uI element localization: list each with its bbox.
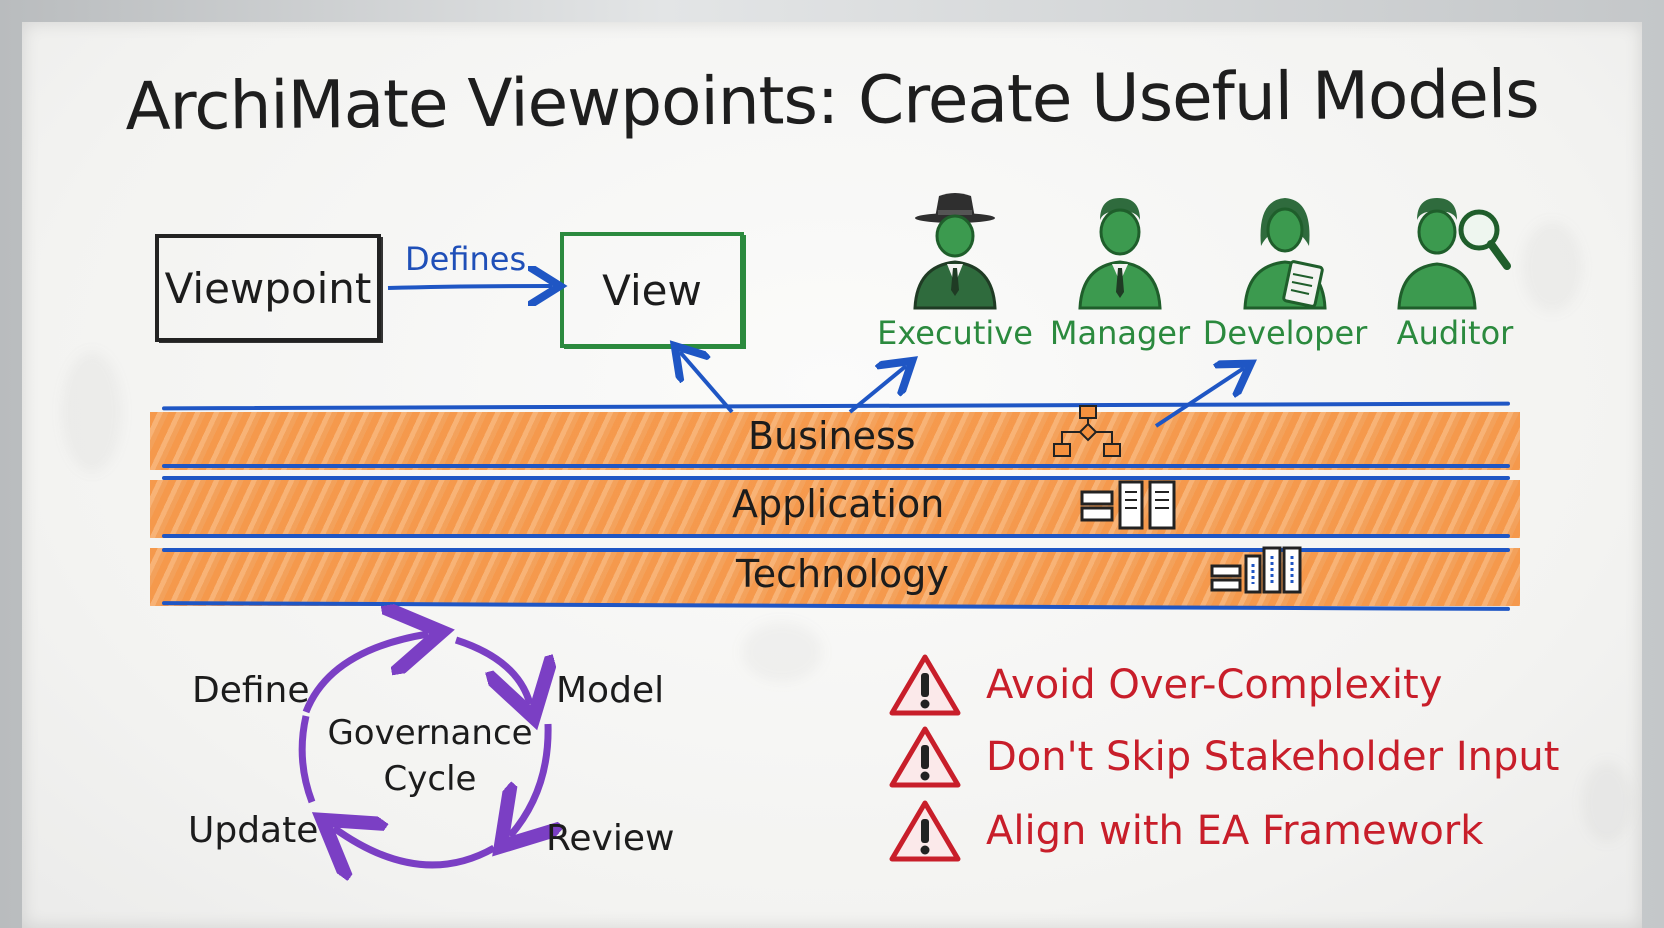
viewpoint-label: Viewpoint (164, 263, 372, 313)
stakeholder-label: Auditor (1396, 314, 1514, 352)
process-flow-icon (1053, 405, 1121, 457)
cycle-step-review: Review (546, 818, 675, 859)
view-label: View (602, 265, 702, 315)
layer-label-application: Application (732, 482, 945, 526)
warning-triangle-icon (889, 726, 961, 788)
layer-divider (162, 548, 1510, 552)
stakeholder-manager: Manager (1035, 190, 1205, 352)
viewpoint-box: Viewpoint (155, 234, 381, 342)
warning-item: Don't Skip Stakeholder Input (888, 722, 1559, 792)
defines-label: Defines (405, 240, 527, 278)
layer-divider (162, 476, 1510, 480)
layer-band-application (150, 480, 1520, 538)
layer-label-technology: Technology (736, 552, 949, 596)
stakeholder-auditor: Auditor (1370, 190, 1540, 352)
governance-cycle-line1: Governance (327, 713, 533, 753)
stakeholder-label: Manager (1049, 314, 1191, 352)
layer-divider (162, 464, 1510, 468)
warning-text: Don't Skip Stakeholder Input (986, 734, 1560, 780)
executive-icon (913, 193, 997, 310)
governance-cycle-arrows (298, 634, 548, 865)
warning-text: Align with EA Framework (986, 808, 1484, 854)
governance-cycle-line2: Cycle (383, 759, 477, 799)
layer-divider (162, 534, 1510, 538)
cycle-step-define: Define (192, 670, 310, 711)
layer-band-business (150, 412, 1520, 470)
stakeholder-label: Executive (877, 314, 1033, 352)
governance-cycle-title: Governance Cycle (320, 710, 540, 802)
warning-triangle-icon (889, 800, 961, 862)
cycle-step-update: Update (188, 810, 319, 851)
cycle-step-model: Model (556, 670, 665, 711)
stakeholder-executive: Executive (870, 190, 1040, 352)
developer-icon (1243, 198, 1327, 310)
stakeholder-developer: Developer (1200, 190, 1370, 352)
warning-triangle-icon (889, 654, 961, 716)
manager-icon (1078, 198, 1162, 310)
warning-item: Avoid Over-Complexity (888, 650, 1442, 720)
server-rack-icon (1210, 546, 1302, 594)
stakeholder-label: Developer (1202, 314, 1368, 352)
layer-label-business: Business (748, 414, 916, 458)
whiteboard (22, 22, 1642, 928)
auditor-icon (1397, 198, 1511, 310)
application-components-icon (1080, 480, 1176, 530)
warning-item: Align with EA Framework (888, 796, 1483, 866)
warning-text: Avoid Over-Complexity (986, 662, 1443, 708)
